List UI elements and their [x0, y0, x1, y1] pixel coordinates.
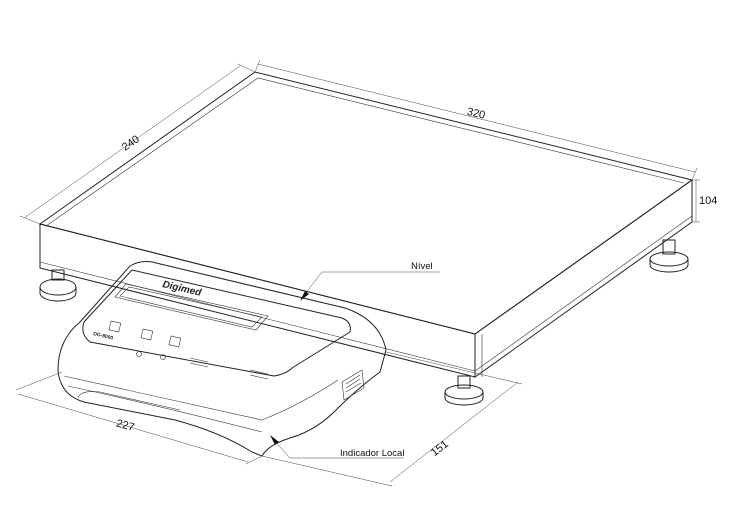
- indicator-model: DG-8000: [93, 331, 114, 341]
- label-indicator-depth: 151: [429, 438, 451, 459]
- indicator-brand: Digimed: [161, 279, 203, 299]
- foot-left: [39, 269, 77, 302]
- callout-local-indicator: [270, 435, 404, 459]
- side-connector: [341, 369, 365, 401]
- indicator-button-3: [168, 335, 182, 348]
- dimension-indicator-width: [15, 371, 263, 465]
- label-platform-width: 320: [466, 106, 487, 122]
- dimension-platform-width: [254, 59, 698, 181]
- label-platform-height: 104: [699, 195, 717, 207]
- indicator-button-1: [108, 320, 122, 333]
- foot-right-back: [649, 239, 689, 273]
- indicator-button-2: [140, 328, 154, 341]
- platform: [38, 71, 694, 378]
- callout-level: [300, 271, 440, 301]
- foot-right-front: [444, 375, 484, 406]
- indicator: Digimed DG-8000: [57, 261, 387, 457]
- dimension-indicator-depth: [261, 351, 523, 487]
- dimension-platform-depth: [19, 63, 256, 225]
- dimension-platform-height: [692, 179, 700, 223]
- label-level: Nível: [411, 261, 433, 272]
- label-local-indicator: Indicador Local: [340, 448, 404, 459]
- label-indicator-width: 227: [115, 418, 136, 434]
- label-platform-depth: 240: [120, 133, 142, 153]
